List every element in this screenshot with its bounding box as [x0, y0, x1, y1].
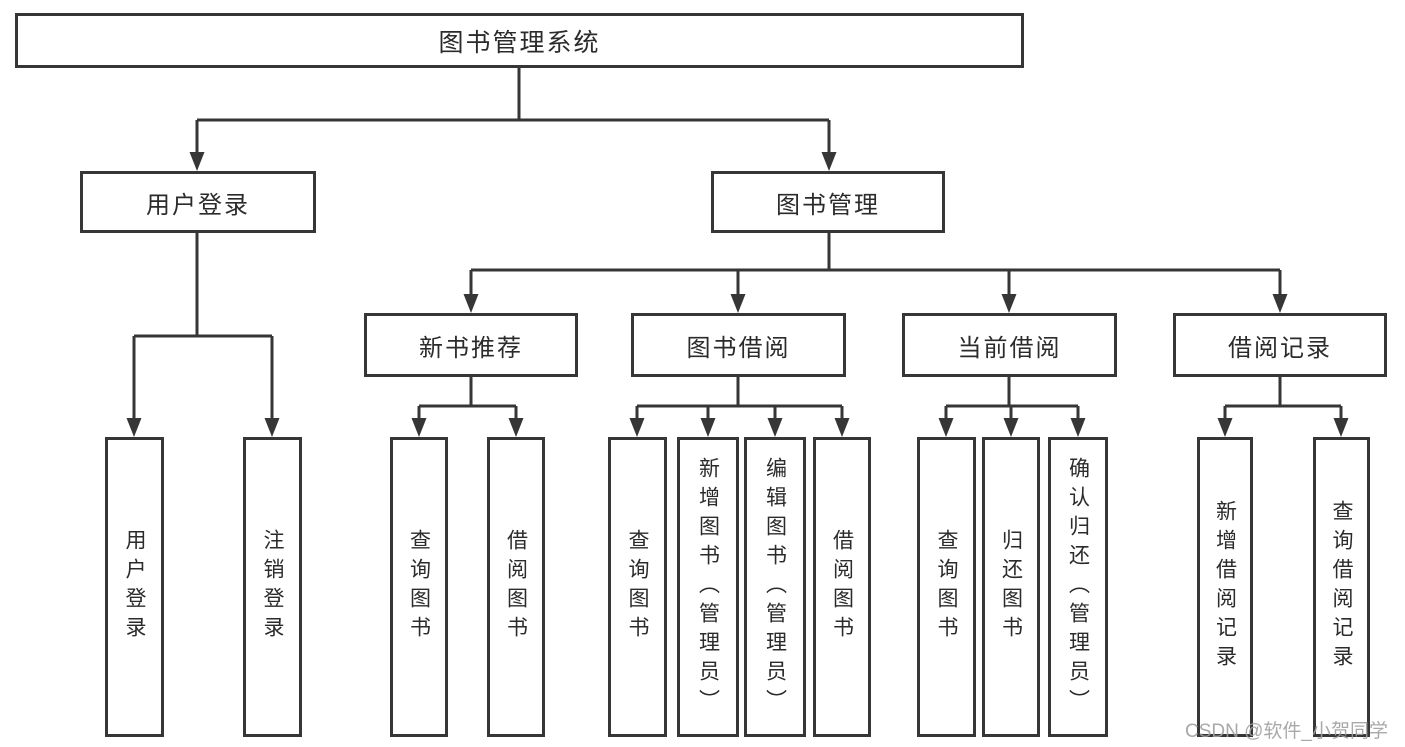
arrowhead-cb-return — [1003, 418, 1019, 437]
leaf-label: 新增借阅记录 — [1213, 500, 1237, 674]
arrowhead-bb-edit — [767, 418, 783, 437]
arrowhead-bb-add — [700, 418, 716, 437]
leaf-label: 注销登录 — [261, 529, 284, 645]
node-label: 用户登录 — [146, 191, 250, 219]
leaf-logout: 注销登录 — [243, 437, 302, 737]
leaf-borrow-books-recommend: 借阅图书 — [487, 437, 545, 737]
leaf-label: 用户登录 — [123, 529, 146, 645]
node-label: 图书管理系统 — [438, 28, 601, 57]
connector-user-login-to-leaves — [132, 233, 274, 419]
arrowhead-cb-query — [938, 418, 954, 437]
leaf-confirm-return-admin: 确认归还（管理员） — [1048, 437, 1108, 737]
arrowhead-current-borrow — [1001, 294, 1017, 313]
connector-book-borrow-to-leaves — [635, 377, 844, 419]
connector-new-book-recommend-to-leaves — [417, 377, 518, 419]
arrowhead-new-book-recommend — [463, 294, 479, 313]
connector-current-borrow-to-leaves — [944, 377, 1080, 419]
leaf-add-books-admin: 新增图书（管理员） — [677, 437, 739, 737]
arrowhead-book-management — [821, 152, 837, 171]
node-root-library-system: 图书管理系统 — [15, 13, 1024, 68]
leaf-borrow-books: 借阅图书 — [813, 437, 871, 737]
node-label: 当前借阅 — [957, 334, 1062, 362]
arrowhead-book-borrow — [730, 294, 746, 313]
leaf-label: 查询图书 — [407, 529, 431, 645]
node-label: 新书推荐 — [419, 334, 523, 362]
node-user-login-group: 用户登录 — [80, 171, 316, 233]
node-new-book-recommend: 新书推荐 — [364, 313, 578, 377]
node-book-management: 图书管理 — [711, 171, 945, 233]
arrowhead-borrow-record — [1272, 294, 1288, 313]
leaf-label: 借阅图书 — [504, 529, 528, 645]
csdn-watermark: CSDN @软件_小贺同学 — [1185, 721, 1388, 742]
node-borrow-record: 借阅记录 — [1173, 313, 1387, 377]
leaf-query-books-current: 查询图书 — [917, 437, 976, 737]
arrowhead-nb-borrow — [508, 418, 524, 437]
leaf-label: 归还图书 — [999, 529, 1023, 645]
connector-book-management-to-level3 — [469, 233, 1282, 295]
leaf-label: 查询图书 — [626, 529, 649, 645]
leaf-label: 查询图书 — [935, 529, 958, 645]
node-current-borrow: 当前借阅 — [902, 313, 1117, 377]
node-label: 借阅记录 — [1228, 334, 1332, 362]
node-book-borrow: 图书借阅 — [631, 313, 846, 377]
leaf-label: 确认归还（管理员） — [1066, 456, 1090, 718]
leaf-label: 借阅图书 — [830, 529, 854, 645]
leaf-return-books: 归还图书 — [982, 437, 1040, 737]
arrowhead-leaf-logout — [264, 418, 280, 437]
leaf-edit-books-admin: 编辑图书（管理员） — [744, 437, 806, 737]
leaf-query-borrow-record: 查询借阅记录 — [1313, 437, 1370, 737]
arrowhead-leaf-user-login — [126, 418, 142, 437]
leaf-query-books-borrow: 查询图书 — [608, 437, 667, 737]
arrowhead-br-add — [1217, 418, 1233, 437]
arrowhead-user-login — [189, 152, 205, 171]
arrowhead-nb-query — [411, 418, 427, 437]
arrowhead-br-query — [1333, 418, 1349, 437]
leaf-user-login: 用户登录 — [105, 437, 164, 737]
arrowhead-bb-query — [629, 418, 645, 437]
leaf-label: 新增图书（管理员） — [696, 456, 720, 718]
leaf-query-books-recommend: 查询图书 — [390, 437, 448, 737]
node-label: 图书管理 — [776, 191, 880, 219]
arrowhead-cb-confirm — [1070, 418, 1086, 437]
connector-root-to-level2 — [195, 68, 831, 153]
leaf-label: 编辑图书（管理员） — [763, 456, 787, 718]
arrowhead-bb-borrow — [834, 418, 850, 437]
connector-borrow-record-to-leaves — [1223, 377, 1343, 419]
leaf-label: 查询借阅记录 — [1330, 500, 1353, 674]
node-label: 图书借阅 — [686, 334, 791, 362]
leaf-add-borrow-record: 新增借阅记录 — [1197, 437, 1253, 737]
